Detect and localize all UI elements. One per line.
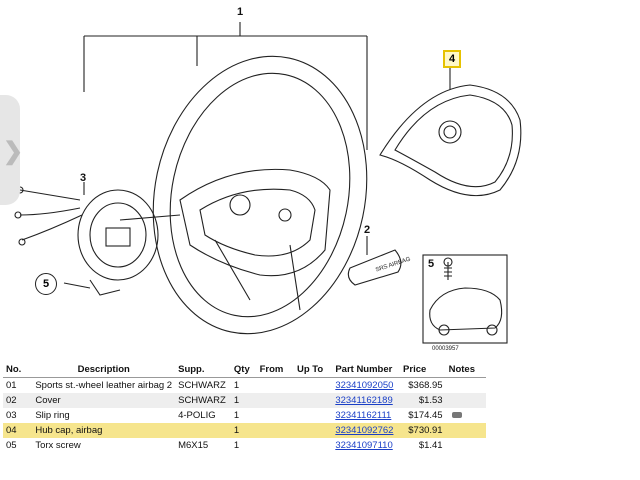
col-notes: Notes bbox=[445, 362, 486, 378]
row-supp: 4-POLIG bbox=[178, 410, 216, 421]
image-id: 00003957 bbox=[432, 346, 459, 352]
row-up-to bbox=[294, 378, 332, 394]
callout-2: 2 bbox=[364, 224, 371, 236]
col-supp: Supp. bbox=[175, 362, 231, 378]
row-from bbox=[256, 423, 294, 438]
row-notes bbox=[446, 438, 486, 453]
col-from: From bbox=[256, 362, 294, 378]
row-price: $174.45 bbox=[408, 410, 443, 421]
row-notes bbox=[445, 393, 486, 408]
row-supp: SCHWARZ bbox=[175, 393, 231, 408]
table-row: 02 Cover SCHWARZ 1 32341162189 $1.53 bbox=[3, 393, 486, 408]
row-supp bbox=[175, 423, 231, 438]
row-qty: 1 bbox=[230, 423, 257, 438]
row-description: Hub cap, airbag bbox=[32, 423, 176, 438]
row-supp: SCHWARZ bbox=[178, 380, 226, 391]
row-no: 05 bbox=[6, 440, 17, 451]
row-from bbox=[257, 438, 294, 453]
row-no: 04 bbox=[3, 423, 33, 438]
col-part-number: Part Number bbox=[332, 362, 401, 378]
row-up-to bbox=[294, 408, 332, 423]
table-row-highlighted: 04 Hub cap, airbag 1 32341092762 $730.91 bbox=[3, 423, 486, 438]
row-up-to bbox=[293, 423, 333, 438]
row-from bbox=[257, 408, 294, 423]
table-row: 03 Slip ring 4-POLIG 1 32341162111 $174.… bbox=[3, 408, 486, 423]
row-from bbox=[257, 378, 294, 394]
row-qty: 1 bbox=[233, 440, 240, 451]
part-number-link[interactable]: 32341092050 bbox=[335, 380, 394, 391]
row-price: $730.91 bbox=[400, 423, 446, 438]
callout-4: 4 bbox=[443, 50, 461, 68]
row-qty: 1 bbox=[233, 380, 240, 391]
row-price: $368.95 bbox=[408, 380, 443, 391]
row-up-to bbox=[293, 393, 333, 408]
col-up-to: Up To bbox=[293, 362, 333, 378]
row-qty: 1 bbox=[233, 410, 240, 421]
camera-icon[interactable] bbox=[451, 412, 462, 419]
row-description: Cover bbox=[32, 393, 176, 408]
table-row: 05 Torx screw M6X15 1 32341097110 $1.41 bbox=[3, 438, 486, 453]
part-number-link[interactable]: 32341162111 bbox=[335, 410, 392, 421]
row-no: 03 bbox=[6, 410, 17, 421]
row-description: Sports st.-wheel leather airbag 2 bbox=[35, 380, 173, 391]
parts-diagram: 1 2 3 4 5 5 SRS AIRBAG 00003957 bbox=[14, 6, 522, 352]
table-row: 01 Sports st.-wheel leather airbag 2 SCH… bbox=[3, 378, 486, 394]
side-nav-tab[interactable]: ❯ bbox=[0, 95, 24, 205]
row-price: $1.41 bbox=[418, 440, 443, 451]
row-supp: M6X15 bbox=[178, 440, 209, 451]
col-qty: Qty bbox=[230, 362, 257, 378]
row-notes bbox=[446, 408, 486, 423]
row-from bbox=[256, 393, 294, 408]
part-number-link[interactable]: 32341092762 bbox=[335, 425, 394, 436]
chevron-right-icon: ❯ bbox=[3, 138, 24, 165]
col-price: Price bbox=[400, 362, 446, 378]
table-header-row: No. Description Supp. Qty From Up To Par… bbox=[3, 362, 486, 378]
row-description: Torx screw bbox=[35, 440, 81, 451]
col-no: No. bbox=[3, 362, 33, 378]
part-number-link[interactable]: 32341097110 bbox=[335, 440, 393, 451]
row-no: 02 bbox=[3, 393, 33, 408]
row-price: $1.53 bbox=[400, 393, 446, 408]
callout-3: 3 bbox=[80, 172, 87, 184]
row-up-to bbox=[294, 438, 332, 453]
parts-table: No. Description Supp. Qty From Up To Par… bbox=[3, 362, 486, 453]
col-description: Description bbox=[32, 362, 176, 378]
row-qty: 1 bbox=[230, 393, 257, 408]
row-notes bbox=[445, 423, 486, 438]
callout-1: 1 bbox=[237, 6, 244, 18]
row-notes bbox=[446, 378, 486, 394]
steering-wheel-drawing bbox=[14, 22, 522, 344]
part-number-link[interactable]: 32341162189 bbox=[335, 395, 393, 406]
row-no: 01 bbox=[6, 380, 17, 391]
callout-5-inset: 5 bbox=[428, 258, 435, 270]
row-description: Slip ring bbox=[35, 410, 70, 421]
callout-5: 5 bbox=[35, 273, 57, 295]
